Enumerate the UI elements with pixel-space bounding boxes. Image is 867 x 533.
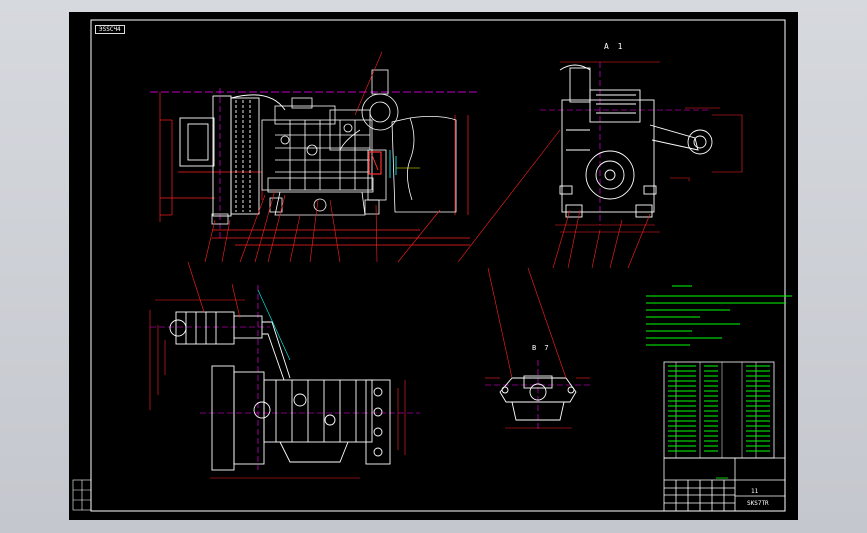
top-view bbox=[149, 261, 420, 479]
title-block-code: SKS7TR bbox=[747, 500, 769, 507]
side-view bbox=[150, 51, 561, 263]
drawing-stamp: ЭSSCЧ4 bbox=[95, 25, 125, 34]
drawing-sheet bbox=[69, 12, 798, 520]
title-block bbox=[663, 457, 786, 512]
inner-frame bbox=[90, 19, 786, 512]
view-b-label: B 7 bbox=[532, 344, 551, 352]
binding-strip bbox=[72, 479, 92, 511]
view-a-label: A 1 bbox=[604, 42, 625, 51]
parts-list bbox=[663, 361, 775, 459]
view-a bbox=[540, 61, 743, 269]
technical-notes bbox=[646, 285, 792, 346]
view-b bbox=[485, 267, 590, 430]
title-block-name: 11 bbox=[751, 488, 759, 495]
